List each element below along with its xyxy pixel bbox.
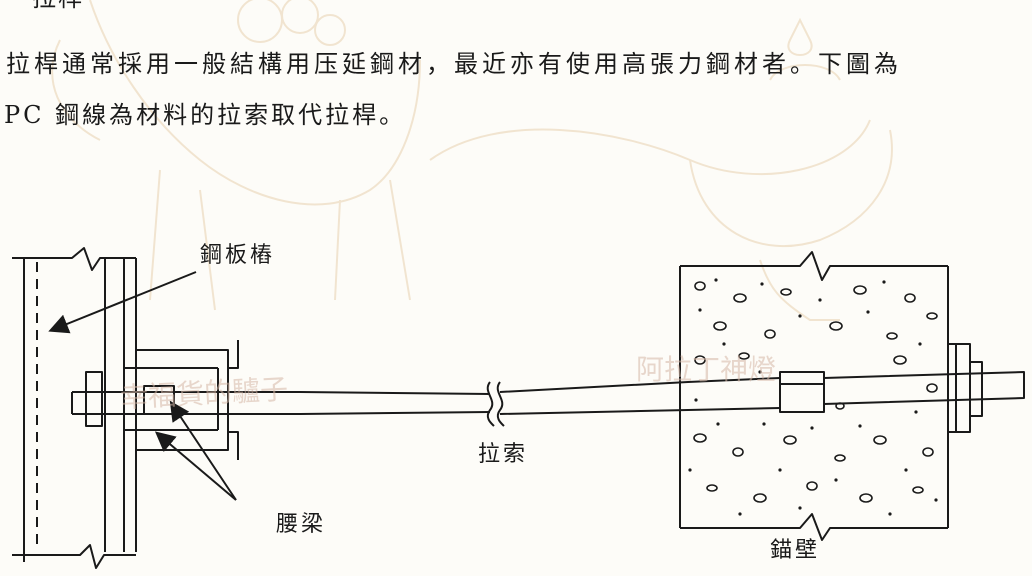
leader-arrow-sheet-pile xyxy=(48,271,197,334)
watermark-lamp: 阿拉丁神燈 xyxy=(636,353,777,386)
label-anchor-wall: 錨壁 xyxy=(770,538,821,563)
wale-channels xyxy=(136,340,239,460)
anchor-nut xyxy=(969,361,983,417)
tie-cable-left xyxy=(72,391,491,395)
label-tie-cable: 拉索 xyxy=(478,442,529,467)
leader-arrow-wale-1 xyxy=(169,400,237,501)
label-steel-sheet-pile: 鋼板樁 xyxy=(200,243,276,268)
tie-cable-right xyxy=(499,377,781,393)
sheet-pile-wall xyxy=(12,247,137,569)
left-nut xyxy=(85,371,103,427)
anchor-coupler xyxy=(779,371,825,413)
leader-arrow-wale-2 xyxy=(154,431,237,501)
section-heading: 拉桿 xyxy=(32,0,84,13)
left-bearing-plate xyxy=(123,367,137,431)
paragraph-line-2: PC 鋼線為材料的拉索取代拉桿。 xyxy=(4,101,407,129)
paragraph-line-1: 拉桿通常採用一般結構用压延鋼材，最近亦有使用高張力鋼材者。下圖為 xyxy=(6,50,902,78)
anchor-bearing-plate xyxy=(955,343,971,433)
cable-break-symbol xyxy=(486,381,495,427)
concrete-aggregate-pattern xyxy=(693,281,938,503)
concrete-dots xyxy=(688,278,938,516)
label-wale: 腰梁 xyxy=(276,512,327,537)
anchor-rod xyxy=(823,371,1025,405)
anchor-wall xyxy=(679,251,949,541)
